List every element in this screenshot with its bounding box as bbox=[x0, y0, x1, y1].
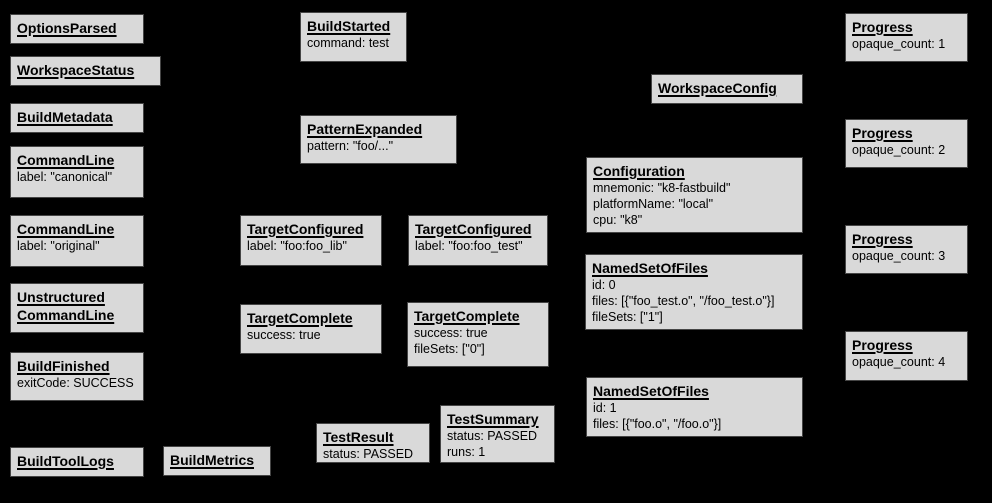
node-field: cpu: "k8" bbox=[593, 213, 643, 227]
node-field: label: "original" bbox=[17, 239, 100, 253]
node-testresult: TestResult status: PASSED bbox=[316, 423, 430, 463]
node-title: CommandLine bbox=[17, 221, 115, 237]
node-field: fileSets: ["0"] bbox=[414, 342, 485, 356]
node-title: Progress bbox=[852, 337, 913, 353]
node-field: mnemonic: "k8-fastbuild" bbox=[593, 181, 731, 195]
node-field: success: true bbox=[247, 328, 321, 342]
node-workspaceconfig: WorkspaceConfig bbox=[651, 74, 803, 104]
node-title: TargetConfigured bbox=[247, 221, 364, 237]
node-title: NamedSetOfFiles bbox=[592, 260, 708, 276]
node-unstructuredcommandline: Unstructured​CommandLine bbox=[10, 283, 144, 333]
node-title: TargetComplete bbox=[247, 310, 353, 326]
node-field: status: PASSED bbox=[323, 447, 414, 461]
node-namedsetoffiles-0: NamedSetOfFiles id: 0 files: [{"foo_test… bbox=[585, 254, 803, 330]
node-title: Progress bbox=[852, 231, 913, 247]
node-field: success: true bbox=[414, 326, 488, 340]
node-buildmetrics: BuildMetrics bbox=[163, 446, 271, 476]
node-targetcomplete-foo-lib: TargetComplete success: true bbox=[240, 304, 382, 354]
node-title: BuildMetrics bbox=[170, 452, 255, 468]
node-buildtoollogs: BuildToolLogs bbox=[10, 447, 144, 477]
node-title: BuildStarted bbox=[307, 18, 391, 34]
node-targetconfigured-foo-test: TargetConfigured label: "foo:foo_test" bbox=[408, 215, 548, 266]
node-title: Progress bbox=[852, 19, 913, 35]
node-title: Unstructured​CommandLine bbox=[17, 289, 115, 323]
node-title: TestResult bbox=[323, 429, 394, 445]
node-field: id: 0 bbox=[592, 278, 616, 292]
node-field: label: "canonical" bbox=[17, 170, 113, 184]
node-title: BuildToolLogs bbox=[17, 453, 114, 469]
node-buildmetadata: BuildMetadata bbox=[10, 103, 144, 133]
node-field: opaque_count: 2 bbox=[852, 143, 946, 157]
node-targetcomplete-foo-test: TargetComplete success: true fileSets: [… bbox=[407, 302, 549, 367]
node-field: files: [{"foo_test.o", "/foo_test.o"}] bbox=[592, 294, 775, 308]
node-field: command: test bbox=[307, 36, 389, 50]
node-field: label: "foo:foo_lib" bbox=[247, 239, 347, 253]
node-targetconfigured-foo-lib: TargetConfigured label: "foo:foo_lib" bbox=[240, 215, 382, 266]
node-progress-4: Progress opaque_count: 4 bbox=[845, 331, 968, 381]
node-title: TargetConfigured bbox=[415, 221, 532, 237]
node-title: BuildMetadata bbox=[17, 109, 113, 125]
node-buildfinished: BuildFinished exitCode: SUCCESS bbox=[10, 352, 144, 401]
node-field: opaque_count: 4 bbox=[852, 355, 946, 369]
node-progress-3: Progress opaque_count: 3 bbox=[845, 225, 968, 274]
node-title: Configuration bbox=[593, 163, 685, 179]
node-title: Progress bbox=[852, 125, 913, 141]
node-commandline-original: CommandLine label: "original" bbox=[10, 215, 144, 267]
node-workspacestatus: WorkspaceStatus bbox=[10, 56, 161, 86]
node-title: WorkspaceConfig bbox=[658, 80, 777, 96]
node-field: runs: 1 bbox=[447, 445, 486, 459]
node-title: TestSummary bbox=[447, 411, 539, 427]
node-field: status: PASSED bbox=[447, 429, 538, 443]
node-testsummary: TestSummary status: PASSED runs: 1 bbox=[440, 405, 555, 463]
node-field: exitCode: SUCCESS bbox=[17, 376, 134, 390]
node-field: platformName: "local" bbox=[593, 197, 714, 211]
node-optionsparsed: OptionsParsed bbox=[10, 14, 144, 44]
node-field: fileSets: ["1"] bbox=[592, 310, 663, 324]
node-patternexpanded: PatternExpanded pattern: "foo/..." bbox=[300, 115, 457, 164]
node-title: BuildFinished bbox=[17, 358, 110, 374]
node-title: OptionsParsed bbox=[17, 20, 117, 36]
node-field: label: "foo:foo_test" bbox=[415, 239, 523, 253]
node-namedsetoffiles-1: NamedSetOfFiles id: 1 files: [{"foo.o", … bbox=[586, 377, 803, 437]
node-commandline-canonical: CommandLine label: "canonical" bbox=[10, 146, 144, 198]
node-title: CommandLine bbox=[17, 152, 115, 168]
node-progress-2: Progress opaque_count: 2 bbox=[845, 119, 968, 168]
node-configuration: Configuration mnemonic: "k8-fastbuild" p… bbox=[586, 157, 803, 233]
node-field: pattern: "foo/..." bbox=[307, 139, 394, 153]
node-title: NamedSetOfFiles bbox=[593, 383, 709, 399]
node-field: id: 1 bbox=[593, 401, 617, 415]
node-field: opaque_count: 1 bbox=[852, 37, 946, 51]
node-field: files: [{"foo.o", "/foo.o"}] bbox=[593, 417, 722, 431]
node-title: TargetComplete bbox=[414, 308, 520, 324]
node-field: opaque_count: 3 bbox=[852, 249, 946, 263]
node-title: WorkspaceStatus bbox=[17, 62, 135, 78]
node-buildstarted: BuildStarted command: test bbox=[300, 12, 407, 62]
node-progress-1: Progress opaque_count: 1 bbox=[845, 13, 968, 62]
node-title: PatternExpanded bbox=[307, 121, 423, 137]
